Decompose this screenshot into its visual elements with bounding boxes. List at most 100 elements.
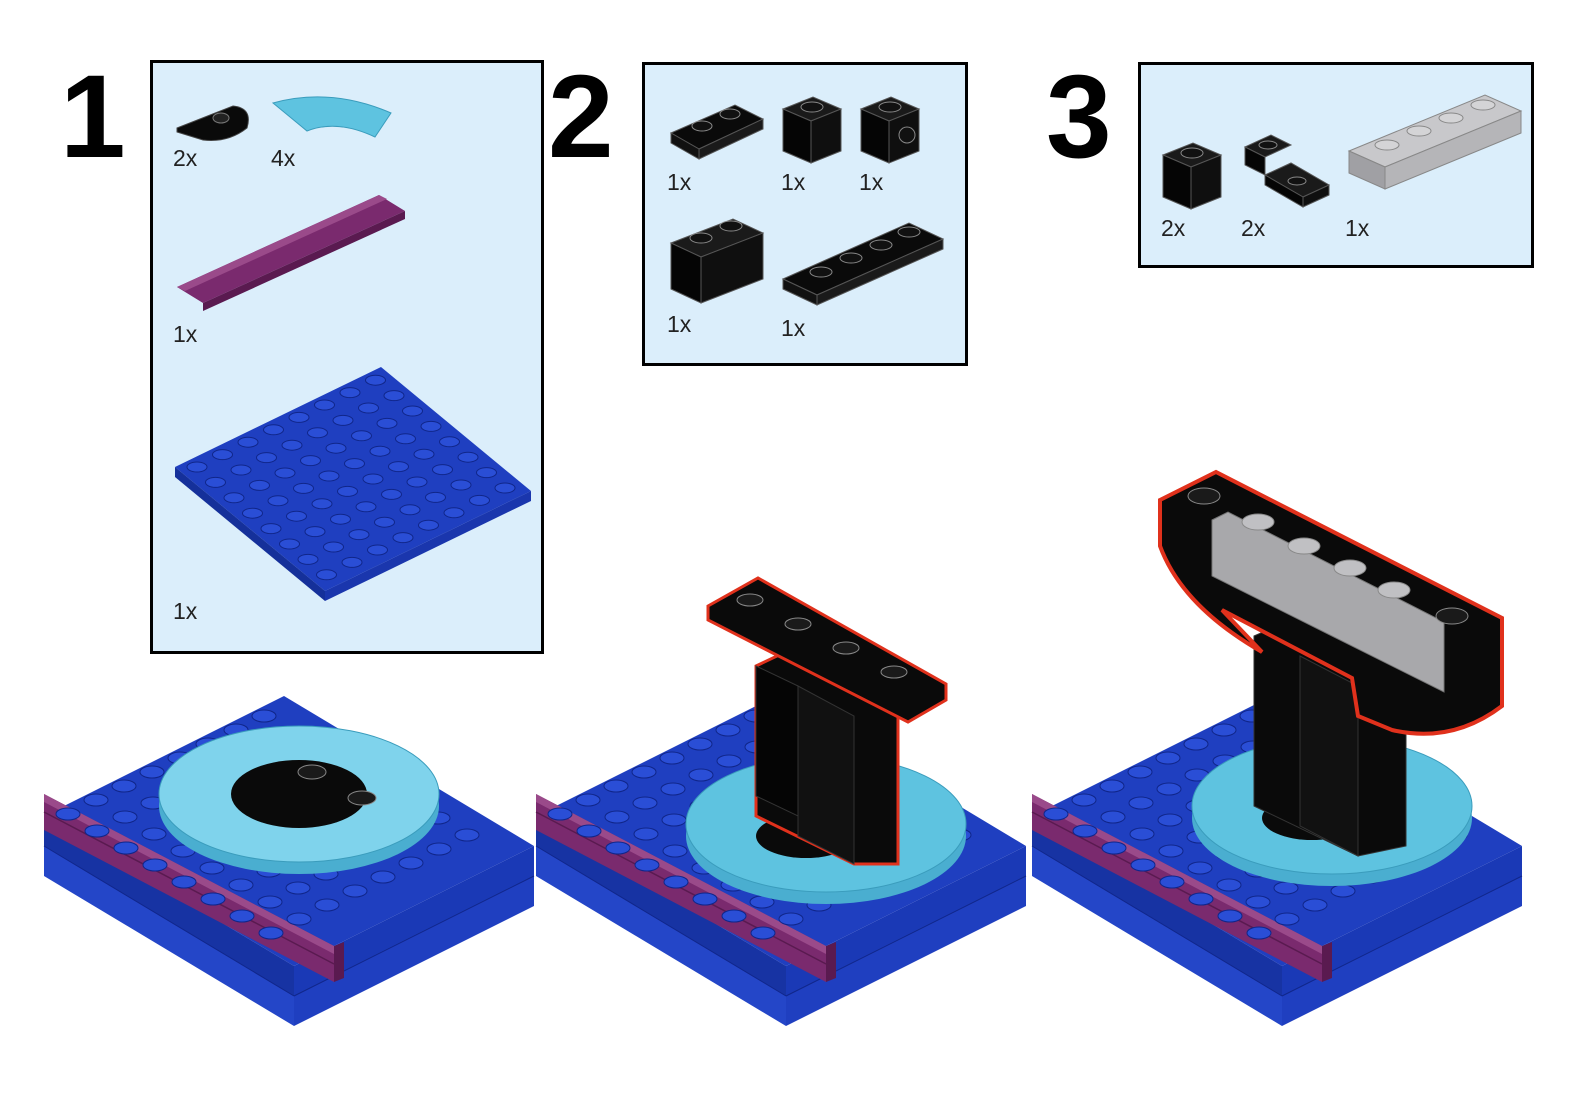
stud [395,433,416,445]
stud [249,479,270,491]
step-2-number: 2 [548,51,614,183]
stud [229,909,255,923]
stud [342,884,368,898]
stud [660,782,686,796]
stud [339,387,361,399]
stud [450,479,472,491]
stud [304,526,326,538]
stud [1127,765,1153,779]
black-1x4-plate-icon [781,222,945,306]
stud [186,461,208,473]
stud [1100,810,1126,824]
stud [1158,844,1184,858]
stud [1302,898,1328,912]
step-1-parts-panel: 2x 4x 1x 1x [150,60,544,654]
stud [111,779,137,793]
stud [1245,895,1271,909]
stud [1159,875,1185,889]
stud [1130,858,1156,872]
step-1-assembly [43,695,535,1027]
stud [439,436,460,448]
stud [1273,881,1299,895]
stud [279,538,300,550]
stud [365,374,386,386]
step-2-assembly [535,576,1027,1027]
stud [418,519,439,531]
stud [633,827,659,841]
stud [84,824,110,838]
stud [369,445,391,457]
stud [663,875,689,889]
stud [687,737,713,751]
stud [1128,796,1154,810]
part-qty: 1x [667,311,692,337]
stud [257,895,283,909]
stud [1043,807,1069,821]
stud [311,498,333,510]
stud [413,448,435,460]
stud [402,405,423,417]
stud [228,878,254,892]
stud [337,485,358,497]
stud [314,399,335,411]
stud [230,464,252,476]
black-1x1-brick-icon [1161,142,1223,210]
stud [1183,737,1209,751]
stud [223,492,245,504]
step-2-parts-panel: 1x 1x 1x 1x 1x [642,62,968,366]
stud [256,452,277,464]
part-qty: 4x [271,145,296,171]
stud [443,507,465,519]
stud [55,807,81,821]
stud [1157,813,1183,827]
stud [139,765,165,779]
stud [344,458,365,470]
stud [1099,779,1125,793]
part-qty: 1x [173,321,198,347]
stud [112,810,138,824]
stud [113,841,139,855]
part-qty: 1x [173,598,198,624]
step-3-parts-panel: 2x 2x 1x [1138,62,1534,268]
stud [392,532,414,544]
stud [325,442,347,454]
stud [370,870,396,884]
stud [1071,793,1097,807]
stud [288,411,310,423]
stud [494,482,516,494]
stud [716,754,742,768]
stud [1101,841,1127,855]
stud [362,473,384,485]
stud [351,430,372,442]
step-3-number: 3 [1046,51,1112,183]
stud [1274,912,1300,926]
stud [200,892,226,906]
stud [432,464,453,476]
black-1x2-plate-icon [669,104,765,160]
stud [242,507,263,519]
black-curved-plate-icon [176,105,249,141]
stud [376,417,398,429]
stud [212,449,233,461]
stud [1217,909,1243,923]
part-qty: 2x [173,145,198,171]
part-qty: 1x [1345,215,1370,241]
stud [605,841,631,855]
stud [141,827,167,841]
stud [367,544,388,556]
stud [634,858,660,872]
part-qty: 2x [1161,215,1186,241]
stud [1187,861,1213,875]
stud [1188,892,1214,906]
stud [454,828,480,842]
stud [631,765,657,779]
stud [398,856,424,870]
stud [258,926,284,940]
stud [469,494,490,506]
stud [688,768,714,782]
stud [1211,723,1237,737]
black-1x1-brick-icon [781,96,843,164]
stud [662,844,688,858]
stud [358,402,379,414]
